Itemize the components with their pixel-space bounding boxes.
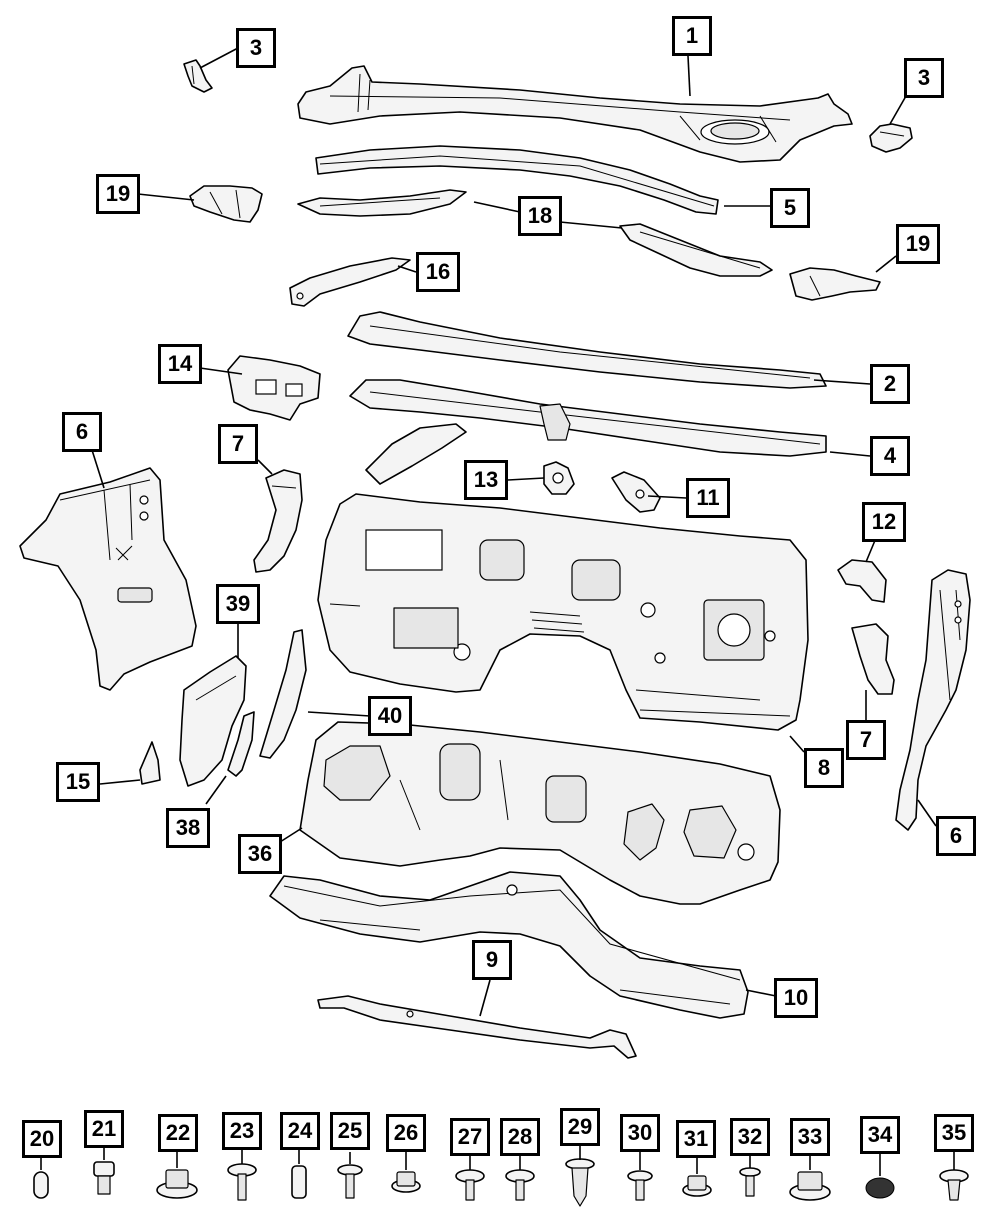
part-15-clip (139, 741, 161, 785)
part-10-crossmember (269, 871, 749, 1019)
callout-29: 29 (560, 1108, 600, 1146)
callout-33: 33 (790, 1118, 830, 1156)
callout-22: 22 (158, 1114, 198, 1152)
callout-6-right: 6 (936, 816, 976, 856)
fastener-32-screw (739, 1156, 761, 1197)
callout-12: 12 (862, 502, 906, 542)
part-9-support-bar (317, 995, 637, 1059)
callout-11: 11 (686, 478, 730, 518)
part-16-bracket (289, 257, 411, 307)
part-7-left-duct (253, 469, 303, 573)
callout-1: 1 (672, 16, 712, 56)
callout-36: 36 (238, 834, 282, 874)
fastener-23-bolt (227, 1150, 257, 1201)
part-3-left-bracket (183, 59, 213, 93)
callout-10: 10 (774, 978, 818, 1018)
fastener-31-nut (682, 1158, 712, 1197)
callout-6-left: 6 (62, 412, 102, 452)
part-39-panel (179, 655, 247, 787)
fastener-21-stud (93, 1148, 115, 1195)
callout-9: 9 (472, 940, 512, 980)
callout-23: 23 (222, 1112, 262, 1150)
callout-5: 5 (770, 188, 810, 228)
fastener-25-bolt (337, 1152, 363, 1199)
fastener-28-bolt (505, 1156, 535, 1201)
callout-3-left: 3 (236, 28, 276, 68)
callout-26: 26 (386, 1114, 426, 1152)
callout-2: 2 (870, 364, 910, 404)
callout-24: 24 (280, 1112, 320, 1150)
part-2-cowl-top (347, 311, 827, 389)
part-upper-brace (365, 423, 467, 485)
part-40-strip (259, 629, 307, 759)
part-38-brace (227, 711, 255, 777)
fastener-27-bolt (455, 1156, 485, 1201)
callout-40: 40 (368, 696, 412, 736)
fastener-33-flange-nut (789, 1156, 831, 1201)
part-14-bracket (227, 355, 321, 421)
fastener-35-clip (939, 1152, 969, 1201)
part-18-left-extension (297, 189, 467, 217)
part-36-insulator (299, 721, 781, 905)
part-13-mount (543, 461, 575, 495)
callout-18: 18 (518, 196, 562, 236)
fastener-26-nut (391, 1152, 421, 1193)
callout-3-right: 3 (904, 58, 944, 98)
callout-15: 15 (56, 762, 100, 802)
leader-lines (91, 47, 937, 1017)
part-19-left-bracket (189, 185, 263, 223)
fastener-22-flange-nut (156, 1152, 198, 1199)
part-1-cowl-panel (297, 65, 853, 163)
callout-21: 21 (84, 1110, 124, 1148)
callout-34: 34 (860, 1116, 900, 1154)
callout-25: 25 (330, 1112, 370, 1150)
callout-20: 20 (22, 1120, 62, 1158)
callout-8: 8 (804, 748, 844, 788)
callout-13: 13 (464, 460, 508, 500)
fastener-34-nut (865, 1154, 895, 1199)
callout-38: 38 (166, 808, 210, 848)
part-6-right-pillar (895, 569, 971, 831)
callout-7-left: 7 (218, 424, 258, 464)
callout-30: 30 (620, 1114, 660, 1152)
fastener-20-plug (33, 1158, 49, 1199)
part-7-right-duct (851, 623, 895, 695)
part-11-bracket (611, 471, 661, 513)
part-3-right-bracket (869, 123, 913, 153)
callout-28: 28 (500, 1118, 540, 1156)
callout-4: 4 (870, 436, 910, 476)
fastener-24-sleeve (291, 1150, 307, 1199)
part-6-left-pillar (19, 467, 197, 691)
callout-35: 35 (934, 1114, 974, 1152)
callout-32: 32 (730, 1118, 770, 1156)
callout-14: 14 (158, 344, 202, 384)
callout-19-right: 19 (896, 224, 940, 264)
callout-31: 31 (676, 1120, 716, 1158)
part-4-cowl-lower (349, 379, 827, 457)
fastener-30-bolt (627, 1152, 653, 1201)
part-18-right-extension (619, 223, 773, 277)
callout-16: 16 (416, 252, 460, 292)
part-8-dash-panel (317, 493, 809, 731)
part-5-reinforcement (315, 145, 719, 215)
callout-7-right: 7 (846, 720, 886, 760)
fastener-29-push-pin (565, 1146, 595, 1207)
part-12-bracket (837, 559, 887, 603)
callout-27: 27 (450, 1118, 490, 1156)
callout-19-left: 19 (96, 174, 140, 214)
callout-39: 39 (216, 584, 260, 624)
part-19-right-bracket (789, 267, 881, 301)
